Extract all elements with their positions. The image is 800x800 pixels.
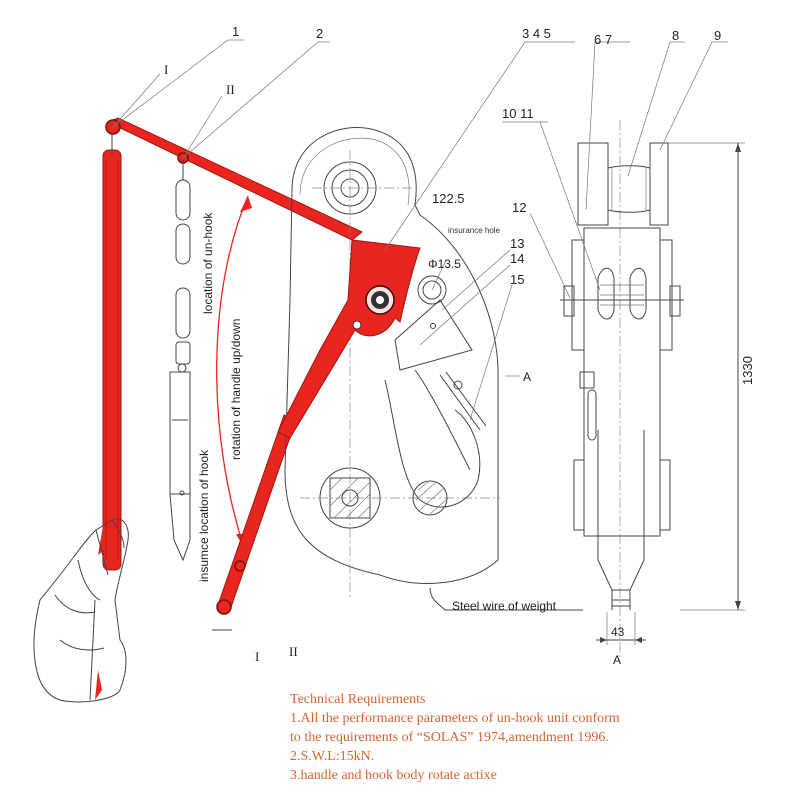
section-a-bottom-label: A [613,653,621,667]
callout-8: 8 [672,28,679,43]
dimension-width: 43 [611,625,625,639]
handle-top-bar [106,117,363,241]
location-unhook-label: location of un-hook [201,212,215,314]
callout-15: 15 [510,272,524,287]
steel-wire-label: Steel wire of weight [452,599,557,613]
callout-14: 14 [510,251,524,266]
requirement-line-2: to the requirements of “SOLAS” 1974,amen… [290,730,609,745]
callout-13: 13 [510,236,524,251]
position-I-bottom: I [255,649,259,664]
requirement-line-3: 2.S.W.L:15kN. [290,749,375,764]
requirements-title: Technical Requirements [290,692,426,707]
dimension-offset: 122.5 [432,191,465,206]
position-markers: I II I II [164,62,298,664]
red-cam [277,239,421,439]
position-II-top: II [226,82,235,97]
callout-1: 1 [232,24,239,39]
callout-9: 9 [714,28,721,43]
insurance-location-label: insumce location of hook [197,449,211,582]
callout-10-11: 10 11 [502,106,534,121]
dimension-height: 1330 [740,356,755,385]
requirement-line-1: 1.All the performance parameters of un-h… [290,711,620,726]
leader-lines [112,39,728,421]
side-view [560,120,745,660]
chain-assembly [169,160,191,562]
callout-2: 2 [316,26,323,41]
pivot-II-bottom [234,560,246,572]
position-I-top: I [164,62,168,77]
callout-6-7: 6 7 [594,32,612,47]
rotation-handle-label: rotation of handle up/down [229,319,243,460]
handle-lower-lever [212,414,297,631]
technical-requirements: Technical Requirements 1.All the perform… [290,690,770,785]
pivot-I-bottom [216,599,232,615]
hand-illustration [33,518,129,703]
callout-12: 12 [512,200,526,215]
callout-numbers: 1 2 3 4 5 6 7 8 9 10 11 12 13 14 15 [232,24,721,287]
dimension-hole: Φ13.5 [428,257,461,271]
hook-body [284,127,583,611]
section-a-side-label: A [523,370,531,384]
position-II-bottom: II [289,644,298,659]
dimension-labels: 122.5 Φ13.5 1330 43 [428,191,755,639]
annotations: insurance hole location of un-hook rotat… [197,212,621,667]
callout-3-4-5: 3 4 5 [522,26,551,41]
insurance-hole-label: insurance hole [448,226,501,235]
requirement-line-4: 3.handle and hook body rotate actixe [290,768,497,783]
